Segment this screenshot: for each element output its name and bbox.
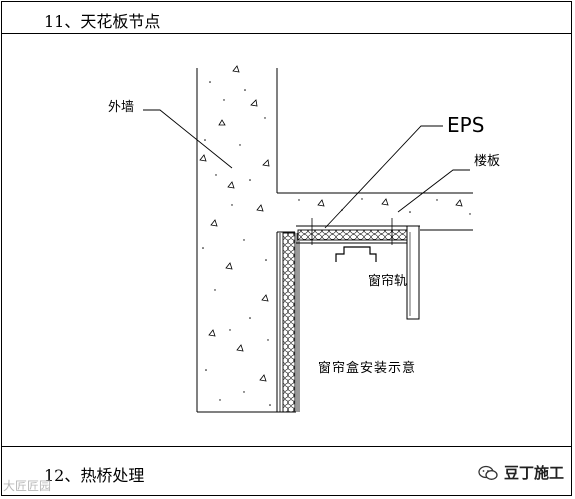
wechat-logo-icon	[478, 465, 498, 480]
eps-ceiling-layer	[296, 225, 420, 244]
section-11-title: 11、天花板节点	[44, 12, 161, 31]
section-11-row: 11、天花板节点	[2, 2, 571, 34]
label-exterior-wall: 外墙	[108, 100, 134, 115]
concrete-aggregate	[199, 65, 463, 382]
slab-dimension-ticks	[311, 218, 393, 245]
leader-lines	[143, 109, 470, 229]
section-12-row: 12、热桥处理	[2, 447, 571, 497]
floor-slab	[277, 192, 473, 233]
watermark-right: 豆丁施工	[478, 462, 564, 483]
watermark-left: 大匠匠园	[3, 479, 52, 493]
label-eps: EPS	[447, 113, 484, 137]
label-floor-slab: 楼板	[474, 154, 500, 169]
label-curtain-rail: 窗帘轨	[368, 273, 407, 289]
concrete-dots	[202, 81, 471, 406]
section-12-title: 12、热桥处理	[44, 466, 145, 485]
label-curtain-box-note: 窗帘盒安装示意	[318, 360, 416, 376]
curtain-box-board	[406, 225, 420, 320]
wall-insulation-board	[279, 232, 300, 413]
concrete-wall	[196, 68, 296, 413]
curtain-rail-profile	[335, 246, 377, 262]
watermark-right-text: 豆丁施工	[504, 464, 565, 482]
diagram-cell	[2, 34, 571, 447]
